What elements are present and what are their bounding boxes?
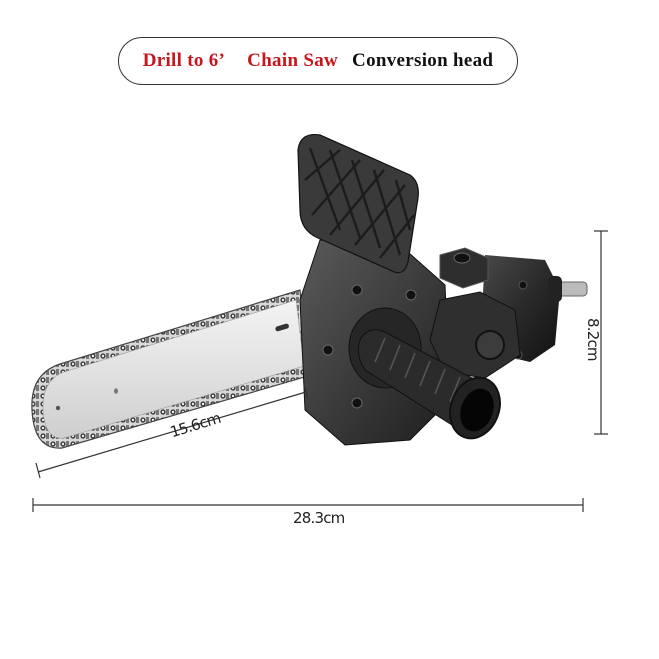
overall-length-label: 28.3cm <box>293 509 345 527</box>
title-banner: Drill to 6’ Chain Saw Conversion head <box>118 37 518 85</box>
dimension-lines <box>32 230 608 512</box>
title-part-conversion: Conversion head <box>352 50 494 71</box>
conversion-head-body <box>297 133 588 446</box>
guide-bar <box>31 289 309 449</box>
height-label: 8.2cm <box>584 318 602 361</box>
title-part-chainsaw: Chain Saw <box>247 50 339 71</box>
title-part-drill: Drill to 6’ <box>142 50 226 71</box>
side-handle <box>357 329 501 440</box>
